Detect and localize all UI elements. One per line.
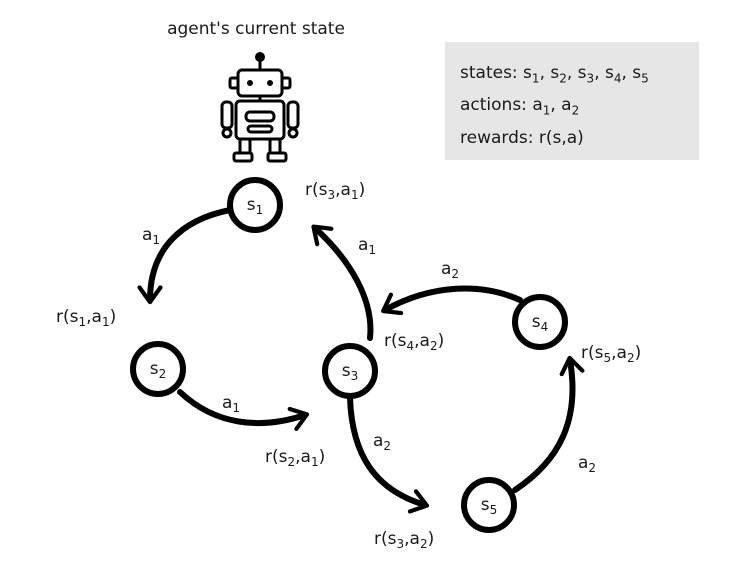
- action-label-s2-s3: a1: [222, 393, 240, 415]
- reward-label-s5-a2: r(s5,a2): [581, 343, 641, 365]
- action-label-s4-s3: a2: [441, 259, 459, 281]
- edge-s3-s1: [311, 224, 374, 341]
- state-node-s2: s2: [130, 341, 186, 397]
- reward-label-s3-a1: r(s3,a1): [305, 180, 365, 202]
- state-node-s4: s4: [512, 294, 568, 350]
- robot-icon: [220, 52, 300, 163]
- action-label-s1-s2: a1: [142, 225, 160, 247]
- reward-label-s4-a2: r(s4,a2): [384, 331, 444, 353]
- legend-states: states: s1, s2, s3, s4, s5: [460, 63, 649, 86]
- legend-box: states: s1, s2, s3, s4, s5 actions: a1, …: [445, 42, 699, 160]
- reward-label-s2-a1: r(s2,a1): [265, 447, 325, 469]
- reward-label-s3-a2: r(s3,a2): [374, 529, 434, 551]
- edge-s1-s2: [137, 207, 233, 305]
- state-node-s1: s1: [227, 177, 283, 233]
- state-node-s3: s3: [322, 343, 378, 399]
- edge-s4-s3: [381, 285, 523, 316]
- edge-s3-s5: [347, 395, 430, 514]
- state-node-s5: s5: [461, 477, 517, 533]
- action-label-s5-s4: a2: [578, 453, 596, 475]
- legend-actions: actions: a1, a2: [460, 95, 580, 118]
- edge-s2-s3: [177, 389, 310, 432]
- reward-label-s1-a1: r(s1,a1): [56, 307, 116, 329]
- edge-s5-s4: [512, 355, 585, 493]
- diagram-title: agent's current state: [167, 19, 345, 39]
- action-label-s3-s1: a1: [358, 235, 376, 257]
- legend-rewards: rewards: r(s,a): [460, 127, 584, 148]
- action-label-s3-s5: a2: [373, 431, 391, 453]
